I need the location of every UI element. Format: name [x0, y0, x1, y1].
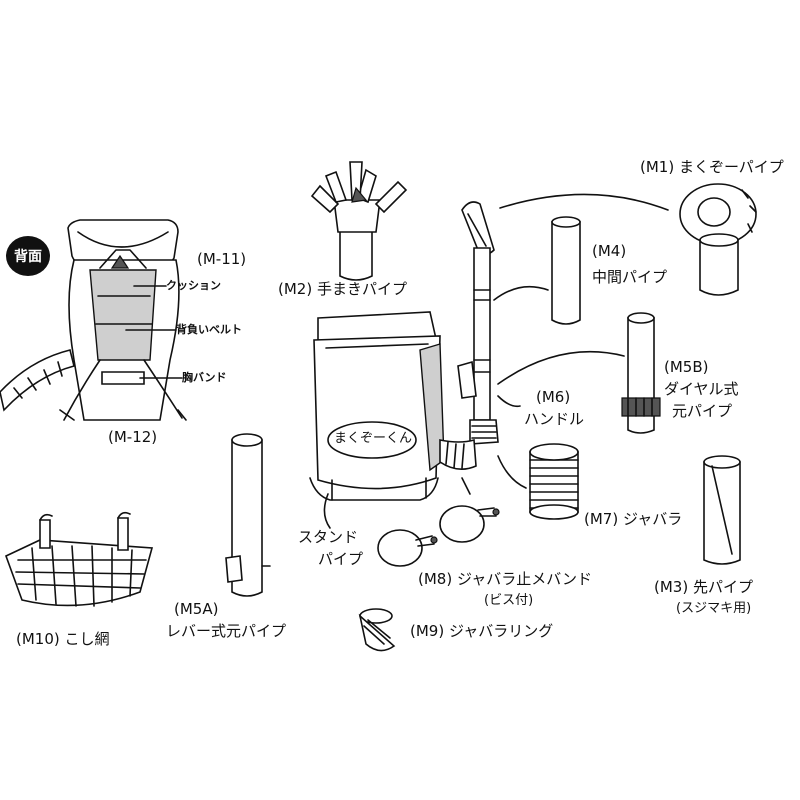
label-m5b-name2: 元パイプ — [672, 402, 733, 420]
label-m1: (M1) まくぞーパイプ — [640, 158, 784, 176]
label-m4-code: (M4) — [592, 242, 627, 260]
label-m5a-code: (M5A) — [174, 600, 219, 618]
label-m8-note: (ビス付) — [484, 593, 534, 608]
label-m11: (M-11) — [197, 250, 247, 268]
tank-body — [309, 311, 445, 501]
label-m5b-code: (M5B) — [664, 358, 709, 376]
label-m6-code: (M6) — [536, 388, 571, 406]
m8-clamp-bands — [377, 505, 500, 567]
tank-logo-text: まくぞーくん — [334, 431, 413, 446]
label-m7: (M7) ジャバラ — [584, 510, 683, 528]
label-cushion: クッション — [166, 279, 221, 292]
label-m4-name: 中間パイプ — [592, 268, 668, 286]
m2-hand-pipe — [310, 161, 408, 281]
label-m5b-name1: ダイヤル式 — [664, 380, 739, 398]
m10-strainer — [4, 511, 154, 607]
label-m10: (M10) こし網 — [16, 630, 110, 648]
label-m3: (M3) 先パイプ — [654, 578, 753, 596]
label-m8: (M8) ジャバラ止メバンド — [418, 570, 592, 588]
label-chest-band: 胸バンド — [182, 371, 227, 384]
m1-makuzo-pipe — [679, 183, 757, 296]
m9-bellows-ring — [358, 608, 396, 652]
label-stand-2: パイプ — [318, 550, 364, 568]
m7-bellows — [529, 443, 579, 520]
label-m5a-name: レバー式元パイプ — [166, 622, 287, 640]
label-m2: (M2) 手まきパイプ — [278, 280, 407, 298]
label-m6-name: ハンドル — [524, 410, 585, 428]
spray-assembly — [439, 201, 499, 470]
label-m9: (M9) ジャバラリング — [410, 622, 554, 640]
label-m12: (M-12) — [108, 428, 158, 446]
label-shoulder-belt: 背負いベルト — [176, 323, 242, 336]
back-view-badge: 背面 — [6, 236, 50, 276]
m4-intermediate-pipe — [551, 216, 581, 325]
m3-tip-pipe — [703, 455, 741, 565]
m5b-dial-pipe — [621, 312, 661, 434]
label-stand-1: スタンド — [298, 528, 359, 546]
label-m3-note: (スジマキ用) — [676, 601, 752, 616]
m5a-lever-pipe — [225, 433, 271, 597]
backpack-rear-view — [0, 219, 187, 421]
